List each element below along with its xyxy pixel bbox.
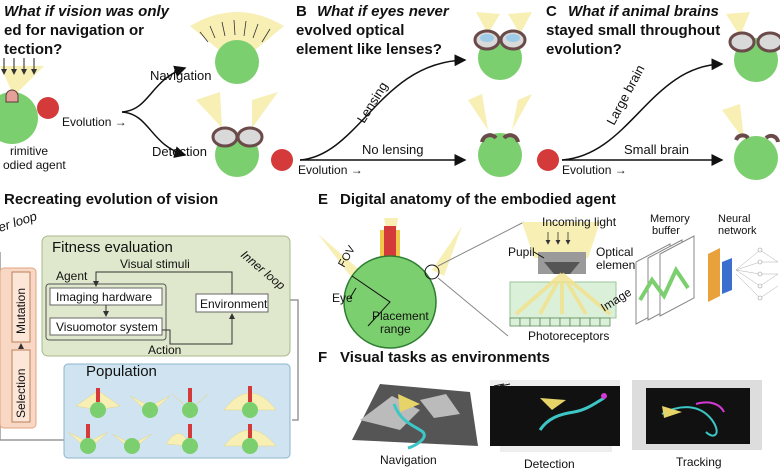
mutation-label: Mutation [14, 288, 28, 334]
outer-loop-label: er loop [0, 208, 39, 235]
population-agents [67, 386, 277, 454]
selection-box [11, 349, 31, 423]
visual-stimuli-arrow [93, 271, 233, 294]
agent-label: Agent [56, 269, 88, 283]
panel-b-title-1: What if eyes never [317, 3, 450, 20]
pupil-label: Pupil [508, 245, 535, 259]
panel-c-title-3: evolution? [546, 41, 622, 58]
panel-d: Recreating evolution of vision er loop M… [0, 191, 299, 459]
panel-c-title-1: What if animal brains [568, 3, 719, 20]
small-brain-agent [722, 104, 780, 180]
arrow-detection [121, 111, 187, 158]
branch-no-lensing: No lensing [362, 142, 423, 157]
panel-c-letter: C [546, 3, 557, 20]
primitive-label-2: odied agent [3, 158, 66, 172]
environment-label: Environment [200, 297, 268, 311]
placement-label-1: Placement [372, 309, 429, 323]
outer-loop-line [0, 252, 66, 441]
branch-lensing: Lensing [354, 79, 391, 126]
zoom-circle [424, 264, 440, 280]
panel-a-title-2: ed for navigation or [4, 22, 144, 39]
imaging-hardware-label: Imaging hardware [56, 290, 152, 304]
selection-label: Selection [14, 369, 28, 418]
photoreceptors-label: Photoreceptors [528, 329, 609, 343]
primitive-agent [0, 92, 38, 144]
panel-e-title: Digital anatomy of the embodied agent [340, 191, 616, 208]
panel-f-letter: F [318, 349, 327, 366]
mutation-box [11, 271, 31, 343]
panel-a-title-3: tection? [4, 41, 62, 58]
panel-c-ball [537, 149, 559, 171]
detection-env-image [490, 380, 620, 452]
placement-label-2: range [380, 322, 411, 336]
neural-label-2: network [718, 225, 757, 237]
detection-agent [196, 92, 278, 177]
panel-b: B What if eyes never evolved optical ele… [271, 3, 532, 177]
incoming-light-label: Incoming light [542, 215, 617, 229]
memory-label-1: Memory [650, 213, 690, 225]
panel-c: C What if animal brains stayed small thr… [537, 3, 780, 180]
neural-network [708, 247, 779, 302]
incoming-rays-icon [0, 58, 44, 96]
task-detection: Detection [524, 457, 575, 470]
branch-large-brain: Large brain [603, 62, 647, 127]
panel-a: What if vision was only ed for navigatio… [0, 3, 284, 177]
panel-f-title: Visual tasks as environments [340, 349, 550, 366]
large-brain-agent [726, 12, 780, 82]
tracking-env-image [632, 380, 762, 450]
population-link [290, 299, 299, 421]
fov-cone-left [318, 234, 362, 278]
panel-a-title-1: What if vision was only [4, 3, 170, 20]
panel-d-title: Recreating evolution of vision [4, 191, 218, 208]
branch-navigation: Navigation [150, 68, 211, 83]
navigation-agent [190, 12, 284, 84]
lensing-agent [473, 12, 532, 80]
neural-label-1: Neural [718, 213, 750, 225]
fitness-label: Fitness evaluation [52, 239, 173, 256]
visuomotor-box [49, 317, 163, 336]
arrow-lensing [299, 54, 467, 161]
action-label: Action [148, 343, 181, 357]
panel-f: F Visual tasks as environments Navigatio… [318, 349, 762, 470]
population-box [63, 363, 291, 459]
panel-e-letter: E [318, 191, 328, 208]
branch-small-brain: Small brain [624, 142, 689, 157]
panel-c-title-2: stayed small throughout [546, 22, 720, 39]
panel-c-evolution: Evolution → [562, 163, 627, 177]
optics-detail [509, 222, 617, 327]
visual-stimuli-label: Visual stimuli [120, 257, 190, 271]
eye-label: Eye [332, 291, 353, 305]
panel-b-title-2: evolved optical [296, 22, 404, 39]
no-lensing-agent [468, 94, 532, 177]
navigation-env-image [348, 376, 480, 450]
task-tracking: Tracking [676, 455, 722, 469]
panel-b-evolution: Evolution → [298, 163, 363, 177]
task-navigation: Navigation [380, 453, 437, 467]
panel-a-evolution: Evolution → [62, 115, 127, 129]
optical-label-1: Optical [596, 245, 633, 259]
optical-label-2: element [596, 258, 639, 272]
panel-b-letter: B [296, 3, 307, 20]
fov-label: FOV [336, 243, 358, 269]
panel-b-title-3: element like lenses? [296, 41, 442, 58]
primitive-eye-icon [5, 89, 19, 103]
arrow-navigation [121, 65, 187, 113]
memory-buffer [635, 235, 695, 325]
population-label: Population [86, 363, 157, 380]
agent-box [45, 283, 167, 341]
action-arrow [162, 313, 235, 345]
branch-detection: Detection [152, 144, 207, 159]
panel-b-ball [271, 149, 293, 171]
memory-label-2: buffer [652, 225, 680, 237]
arrow-large-brain [561, 58, 724, 161]
visuomotor-label: Visuomotor system [56, 320, 158, 334]
primitive-label-1: rimitive [10, 144, 48, 158]
panel-e: E Digital anatomy of the embodied agent … [318, 191, 779, 349]
primitive-agent-ball [37, 97, 59, 119]
